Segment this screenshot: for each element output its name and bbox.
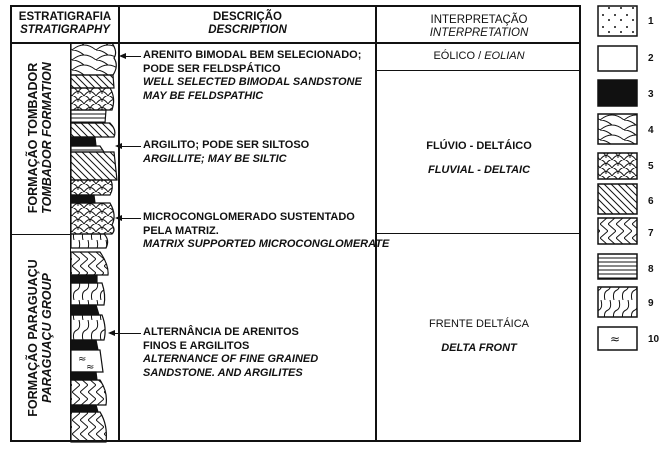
interpretation-fluvial-deltaic: FLÚVIO - DELTÁICO FLUVIAL - DELTAIC xyxy=(378,140,580,176)
desc-line: WELL SELECTED BIMODAL SANDSTONE xyxy=(143,76,362,88)
legend-number: 8 xyxy=(648,264,654,275)
interpretation-divider xyxy=(375,233,581,234)
interpretation-delta-front: FRENTE DELTÁICA DELTA FRONT xyxy=(378,318,580,354)
legend-number: 7 xyxy=(648,228,654,239)
desc-line: ARGILITO; PODE SER SILTOSO xyxy=(143,139,310,151)
interp-separator: / xyxy=(475,50,485,62)
arrow-indicator xyxy=(119,53,141,59)
header-en: STRATIGRAPHY xyxy=(20,24,110,36)
description-microconglomerate: MICROCONGLOMERADO SUSTENTADO PELA MATRIZ… xyxy=(143,211,389,252)
stratigraphic-table-frame xyxy=(10,5,581,442)
formation-divider xyxy=(10,234,70,235)
desc-line: SANDSTONE. AND ARGILITES xyxy=(143,366,303,379)
header-en: DESCRIPTION xyxy=(208,24,287,36)
arrow-indicator xyxy=(115,215,141,221)
legend-number: 10 xyxy=(648,334,660,345)
svg-text:≈: ≈ xyxy=(78,354,86,365)
header-pt: DESCRIÇÃO xyxy=(212,11,282,23)
desc-line: ALTERNANCE OF FINE GRAINED xyxy=(143,353,319,365)
legend-number: 3 xyxy=(648,89,654,100)
interp-pt: FRENTE DELTÁICA xyxy=(428,318,530,330)
desc-line: ARGILLITE; MAY BE SILTIC xyxy=(143,152,287,165)
legend-number: 6 xyxy=(648,196,654,207)
header-pt: ESTRATIGRAFIA xyxy=(18,11,112,23)
header-en: INTERPRETATION xyxy=(429,27,529,39)
interp-pt: EÓLICO xyxy=(433,50,476,62)
description-sandstone: ARENITO BIMODAL BEM SELECIONADO; PODE SE… xyxy=(143,49,362,103)
svg-text:≈: ≈ xyxy=(86,362,94,373)
header-stratigraphy: ESTRATIGRAFIA STRATIGRAPHY xyxy=(12,11,118,37)
description-argillite: ARGILITO; PODE SER SILTOSO ARGILLITE; MA… xyxy=(143,139,309,166)
legend-number: 9 xyxy=(648,298,654,309)
interp-pt: FLÚVIO - DELTÁICO xyxy=(426,140,532,152)
legend-number: 2 xyxy=(648,53,654,64)
arrow-indicator xyxy=(115,143,141,149)
desc-line: PODE SER FELDSPÁTICO xyxy=(143,62,281,75)
desc-line: FINOS E ARGILITOS xyxy=(143,339,250,352)
column-divider xyxy=(375,5,377,442)
interpretation-eolian: EÓLICO / EOLIAN xyxy=(378,50,580,62)
desc-line: PELA MATRIZ. xyxy=(143,224,219,237)
interp-en: FLUVIAL - DELTAIC xyxy=(427,164,531,176)
header-description: DESCRIÇÃO DESCRIPTION xyxy=(120,11,375,37)
description-alternance: ALTERNÂNCIA DE ARENITOS FINOS E ARGILITO… xyxy=(143,326,318,380)
header-pt: INTERPRETAÇÃO xyxy=(430,14,528,26)
header-divider xyxy=(10,42,581,44)
desc-line: ARENITO BIMODAL BEM SELECIONADO; xyxy=(143,49,362,61)
interp-en: DELTA FRONT xyxy=(441,342,517,354)
interp-en: EOLIAN xyxy=(484,50,525,62)
arrow-indicator xyxy=(108,330,141,336)
desc-line: ALTERNÂNCIA DE ARENITOS xyxy=(143,326,299,338)
legend-number: 1 xyxy=(648,16,654,27)
column-divider xyxy=(118,5,120,442)
legend-number: 4 xyxy=(648,125,654,136)
desc-line: MICROCONGLOMERADO SUSTENTADO xyxy=(143,211,355,223)
svg-text:≈: ≈ xyxy=(610,332,620,346)
desc-line: MATRIX SUPPORTED MICROCONGLOMERATE xyxy=(143,238,390,250)
legend-number: 5 xyxy=(648,161,654,172)
desc-line: MAY BE FELDSPATHIC xyxy=(143,89,264,102)
interpretation-divider xyxy=(375,70,581,71)
header-interpretation: INTERPRETAÇÃO INTERPRETATION xyxy=(377,14,581,40)
